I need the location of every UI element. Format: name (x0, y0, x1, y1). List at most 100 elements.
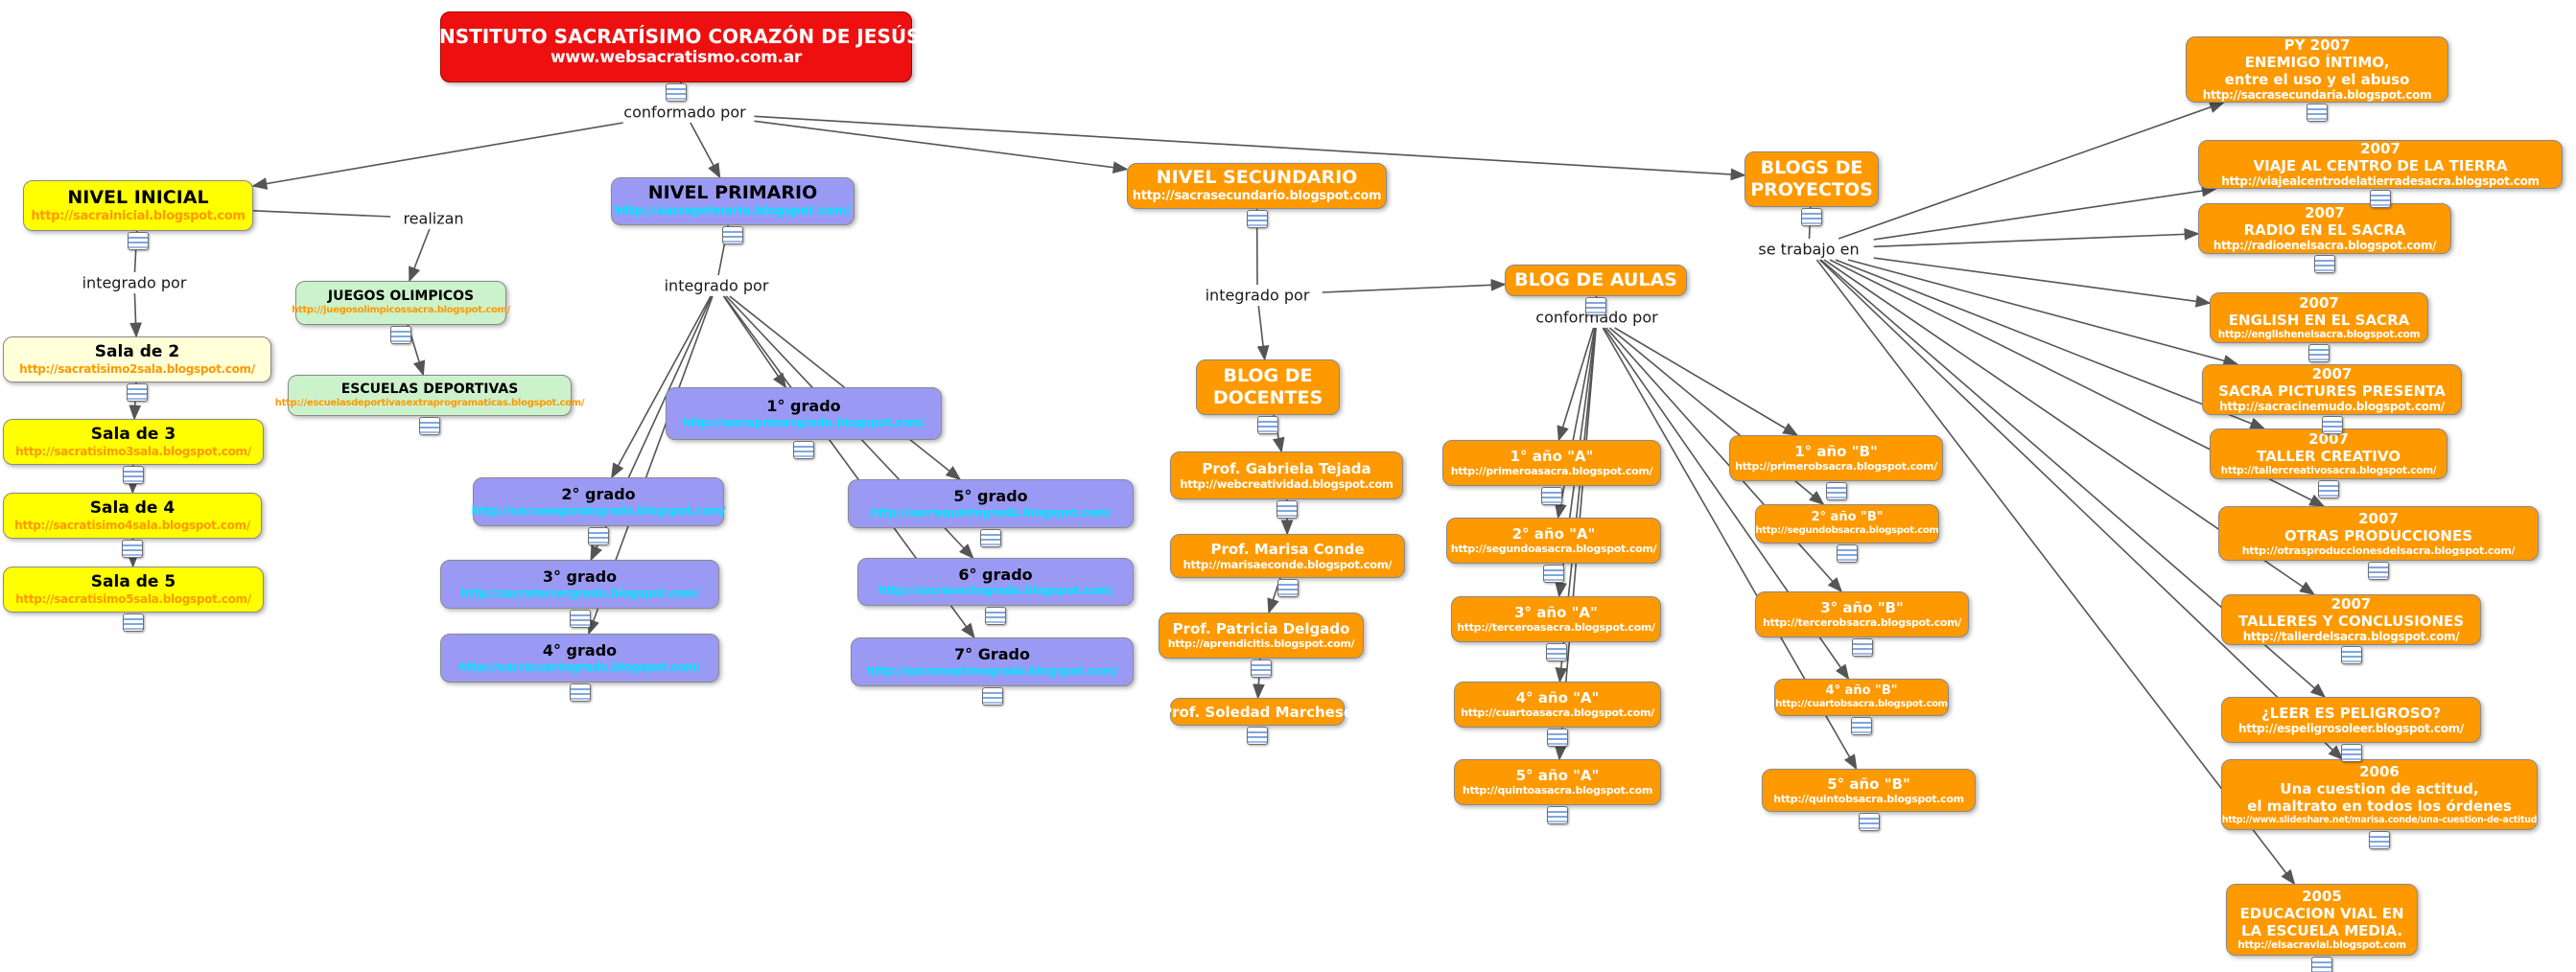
resource-link-icon[interactable] (1247, 727, 1268, 745)
node-b5[interactable]: 5° año "B"http://quintobsacra.blogspot.c… (1762, 769, 1976, 812)
resource-link-icon[interactable] (2370, 190, 2391, 208)
node-a1[interactable]: 1° año "A"http://primeroasacra.blogspot.… (1442, 440, 1661, 486)
link-label-L6[interactable]: conformado por (1533, 308, 1661, 327)
link-label-L5[interactable]: integrado por (1202, 286, 1313, 305)
resource-link-icon[interactable] (985, 607, 1006, 625)
resource-link-icon[interactable] (2340, 646, 2362, 664)
edge-line-L5-blogDocentes (1256, 305, 1270, 361)
resource-link-icon[interactable] (1547, 806, 1568, 824)
node-title: Prof. Soledad Marchese (1161, 703, 1353, 721)
resource-link-icon[interactable] (2308, 344, 2330, 362)
node-a4[interactable]: 4° año "A"http://cuartoasacra.blogspot.c… (1454, 682, 1661, 728)
resource-link-icon[interactable] (2311, 957, 2332, 972)
resource-link-icon[interactable] (2318, 480, 2339, 498)
resource-link-icon[interactable] (588, 527, 609, 545)
resource-link-icon[interactable] (981, 687, 1003, 706)
resource-link-icon[interactable] (1543, 565, 1564, 583)
resource-link-icon[interactable] (1545, 643, 1567, 661)
resource-link-icon[interactable] (2369, 831, 2390, 849)
resource-link-icon[interactable] (1276, 579, 1299, 597)
resource-link-icon[interactable] (2314, 255, 2335, 273)
resource-link-icon[interactable] (1837, 544, 1858, 563)
resource-link-icon[interactable] (2307, 104, 2328, 122)
resource-link-icon[interactable] (1257, 416, 1278, 434)
resource-link-icon[interactable] (666, 83, 687, 102)
resource-link-icon[interactable] (122, 540, 143, 558)
resource-link-icon[interactable] (2368, 562, 2389, 580)
node-b1[interactable]: 1° año "B"http://primerobsacra.blogspot.… (1729, 435, 1943, 481)
node-title: NIVEL SECUNDARIO (1156, 167, 1358, 189)
node-marchese[interactable]: Prof. Soledad Marchese (1161, 698, 1353, 726)
link-label-L2[interactable]: integrado por (79, 273, 190, 292)
resource-link-icon[interactable] (1858, 813, 1880, 831)
resource-link-icon[interactable] (419, 417, 440, 435)
resource-link-icon[interactable] (1585, 297, 1606, 315)
resource-link-icon[interactable] (1825, 482, 1847, 500)
node-b4[interactable]: 4° año "B"http://cuartobsacra.blogspot.c… (1774, 679, 1949, 716)
resource-link-icon[interactable] (128, 232, 149, 250)
resource-link-icon[interactable] (569, 610, 591, 628)
node-b3[interactable]: 3° año "B"http://tercerobsacra.blogspot.… (1755, 591, 1969, 637)
resource-link-icon[interactable] (722, 226, 743, 244)
link-label-L4[interactable]: integrado por (661, 276, 772, 295)
link-label-L3[interactable]: realizan (400, 209, 467, 228)
node-b2[interactable]: 2° año "B"http://segundobsacra.blogspot.… (1755, 504, 1939, 544)
resource-link-icon[interactable] (1851, 638, 1873, 657)
node-a5[interactable]: 5° año "A"http://quintoasacra.blogspot.c… (1454, 759, 1661, 805)
resource-link-icon[interactable] (123, 613, 144, 632)
link-label-L7[interactable]: se trabajo en (1755, 240, 1862, 259)
resource-link-icon[interactable] (1547, 729, 1568, 747)
resource-link-icon[interactable] (127, 383, 148, 402)
resource-link-icon[interactable] (2340, 744, 2362, 762)
resource-link-icon[interactable] (980, 529, 1001, 547)
node-blogAulas[interactable]: BLOG DE AULAS (1505, 265, 1687, 296)
resource-link-icon[interactable] (1251, 660, 1272, 678)
node-a2[interactable]: 2° año "A"http://segundoasacra.blogspot.… (1446, 518, 1661, 564)
resource-link-icon[interactable] (1801, 208, 1822, 226)
resource-link-icon[interactable] (1541, 487, 1562, 505)
resource-link-icon[interactable] (569, 683, 591, 702)
node-a3[interactable]: 3° año "A"http://terceroasacra.blogspot.… (1451, 596, 1661, 642)
resource-link-icon[interactable] (793, 441, 814, 459)
node-p9[interactable]: ¿LEER ES PELIGROSO?http://espeligrosolee… (2221, 697, 2481, 743)
link-label-L1[interactable]: conformado por (621, 103, 749, 122)
resource-link-icon[interactable] (2321, 416, 2343, 434)
resource-link-icon[interactable] (1276, 500, 1298, 519)
resource-link-icon[interactable] (1246, 210, 1268, 228)
resource-link-icon[interactable] (1851, 717, 1872, 735)
resource-link-icon[interactable] (123, 466, 144, 484)
resource-link-icon[interactable] (390, 326, 411, 344)
